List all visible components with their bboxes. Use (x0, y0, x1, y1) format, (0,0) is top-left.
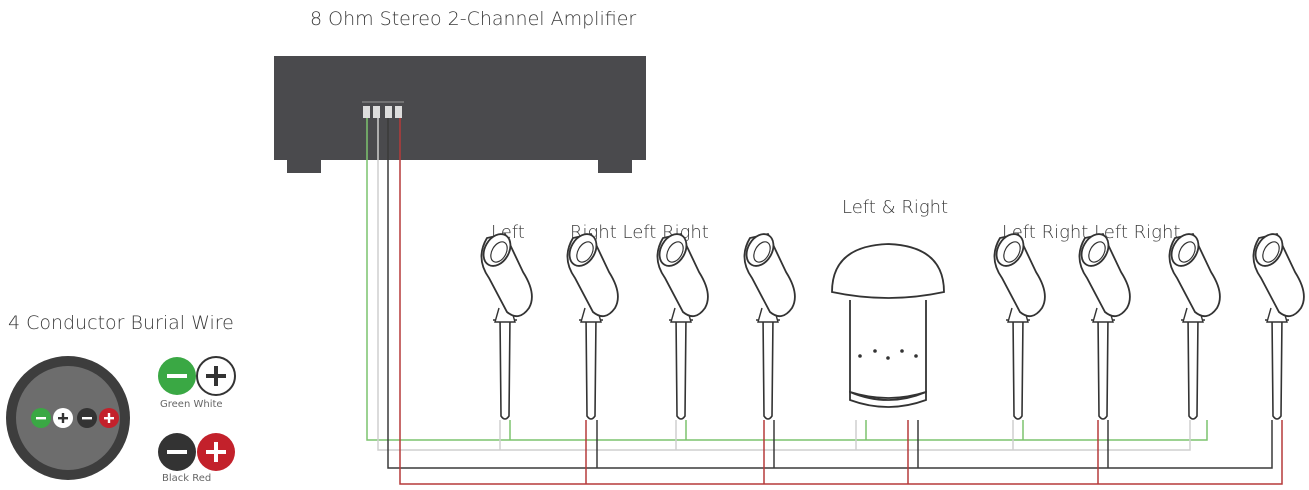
spot-speaker-6 (1075, 228, 1131, 420)
amplifier-terminals (362, 101, 404, 118)
spot-speaker-2 (563, 228, 619, 420)
label-left-and-right: Left & Right (842, 197, 949, 218)
label-black-red: Black Red (162, 473, 212, 484)
minus-icon (167, 374, 187, 378)
wire-runs (366, 118, 1283, 485)
minus-icon (36, 417, 46, 420)
spot-speaker-8 (1249, 228, 1305, 420)
amplifier-title: 8 Ohm Stereo 2-Channel Amplifier (310, 8, 637, 30)
minus-icon (82, 417, 92, 420)
amplifier (274, 56, 646, 173)
legend-green-white (158, 356, 236, 396)
minus-icon (167, 450, 187, 454)
spot-speaker-5 (990, 228, 1046, 420)
legend-black-red (158, 433, 235, 471)
spot-speaker-3 (653, 228, 709, 420)
spot-speaker-7 (1165, 228, 1221, 420)
spot-speaker-4 (740, 228, 796, 420)
mushroom-speaker (831, 243, 945, 408)
wire-cross-section (6, 356, 130, 480)
label-left-right-left-right: Left Right Left Right (1002, 222, 1181, 243)
label-green-white: Green White (160, 399, 223, 410)
burial-wire-title: 4 Conductor Burial Wire (8, 312, 234, 334)
spot-speaker-1 (477, 228, 533, 420)
